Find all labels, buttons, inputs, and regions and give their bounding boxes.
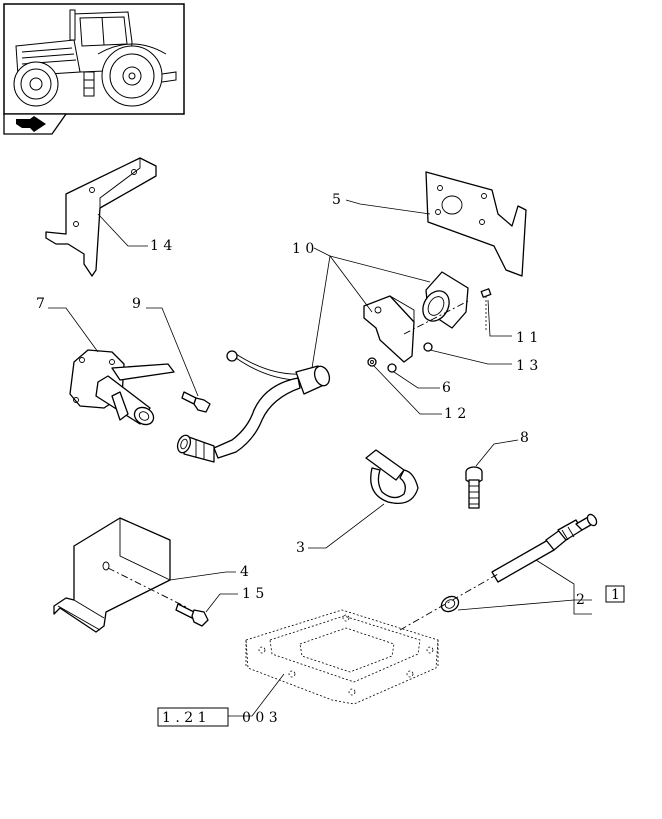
part-4-bracket xyxy=(53,517,171,633)
sensor-axis xyxy=(399,573,499,631)
label-part-4: 4 xyxy=(240,564,249,580)
part-10-socket-assembly xyxy=(363,271,471,363)
nav-tab[interactable] xyxy=(3,113,68,135)
part-11-screw xyxy=(480,288,492,330)
label-part-2: 2 xyxy=(576,592,585,608)
wiring-harness xyxy=(176,350,331,463)
label-part-13: 1 3 xyxy=(516,358,538,374)
reference-housing xyxy=(245,609,439,705)
part-1-o-ring xyxy=(440,595,460,613)
part-15-bolt xyxy=(107,567,209,627)
part-13-screw xyxy=(423,342,433,352)
part-6-nut xyxy=(387,363,397,373)
leader-lines xyxy=(48,199,592,717)
reference-boxed-text: 1 . 2 1 xyxy=(162,710,207,726)
label-part-15: 1 5 xyxy=(242,586,264,602)
part-3-clamp xyxy=(365,449,419,505)
label-part-7: 7 xyxy=(36,296,45,312)
label-part-8: 8 xyxy=(520,430,529,446)
label-part-9: 9 xyxy=(132,296,141,312)
part-2-sensor xyxy=(491,513,598,583)
label-part-12: 1 2 xyxy=(444,406,466,422)
label-part-3: 3 xyxy=(296,540,305,556)
arrow-hand-icon xyxy=(16,116,46,132)
part-14-bracket xyxy=(45,157,157,277)
label-part-10: 1 0 xyxy=(292,241,314,257)
part-9-bolt xyxy=(181,391,211,413)
part-8-bolt xyxy=(465,466,483,509)
callout-labels: 1 4 5 1 0 1 1 1 3 6 1 2 7 9 8 3 4 1 5 2 xyxy=(36,192,585,608)
part-7-key-switch xyxy=(69,349,175,426)
label-part-14: 1 4 xyxy=(150,238,172,254)
part-5-plate xyxy=(425,171,527,277)
tractor-icon xyxy=(13,9,177,107)
label-part-5: 5 xyxy=(332,192,341,208)
label-part-1-box: 1 xyxy=(605,585,625,603)
label-part-11: 1 1 xyxy=(516,330,538,346)
reference-callout[interactable]: 1 . 2 1 0 0 3 xyxy=(157,707,278,727)
part-12-washer xyxy=(367,357,377,367)
reference-suffix-text: 0 0 3 xyxy=(242,710,278,726)
label-part-1: 1 xyxy=(611,587,620,603)
tractor-thumbnail[interactable] xyxy=(3,3,185,115)
label-part-6: 6 xyxy=(442,380,451,396)
